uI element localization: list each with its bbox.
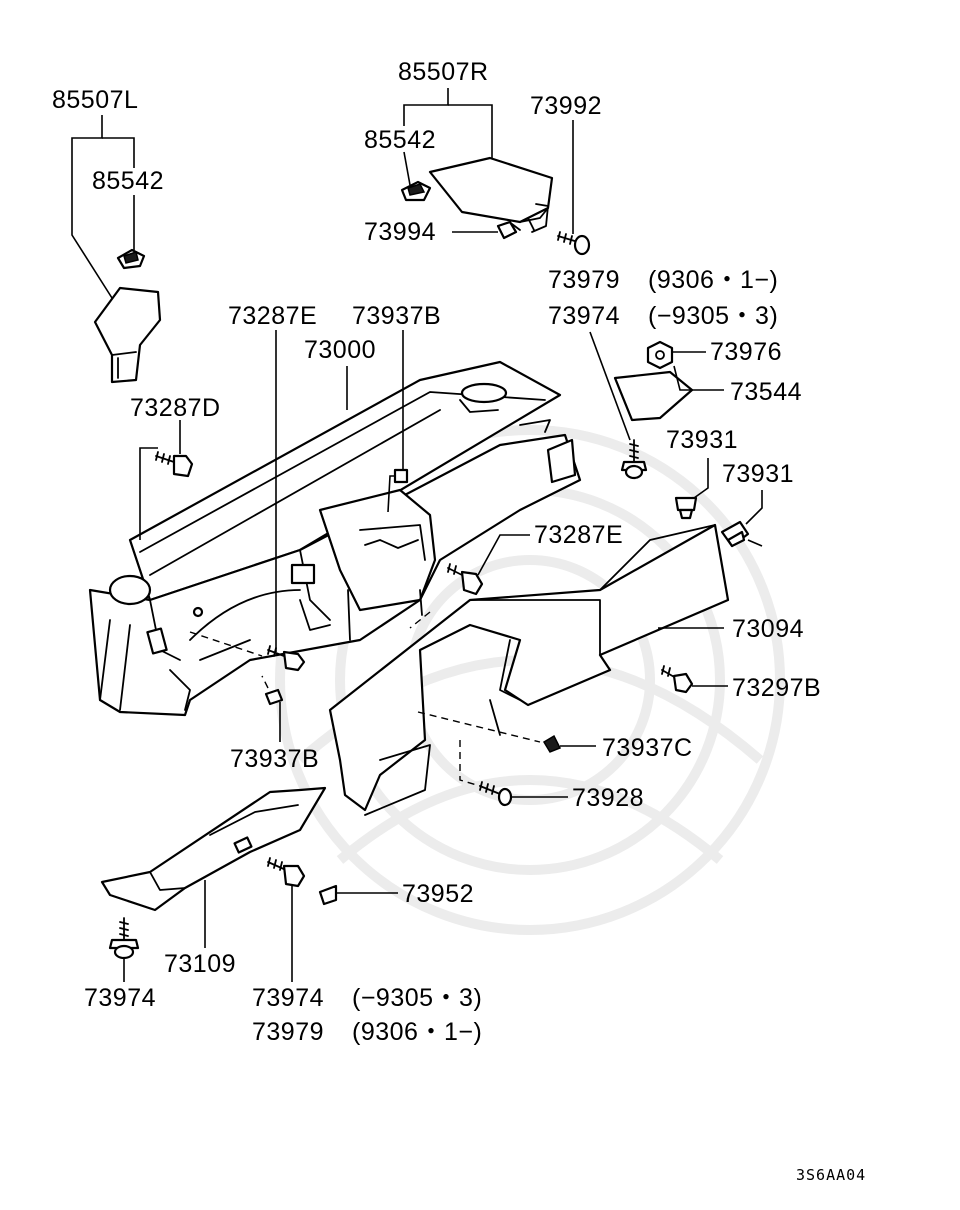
label-85542-left: 85542 xyxy=(92,167,164,195)
bolt-73974-upper xyxy=(620,439,648,480)
right-clip-85542 xyxy=(400,180,432,202)
label-73994: 73994 xyxy=(364,218,436,246)
bolt-73974-left xyxy=(108,917,140,960)
label-73287E-mid: 73287E xyxy=(534,521,623,549)
lower-duct-73109 xyxy=(100,786,327,912)
clip-73937C xyxy=(542,734,562,753)
part-number-labels: 85507L 85542 85507R 85542 73992 73994 73… xyxy=(52,58,866,1184)
label-73974-bottom-range: (−9305・3) xyxy=(352,984,482,1012)
lower-cover-73094 xyxy=(328,523,730,816)
label-73974-bottom: 73974 xyxy=(252,984,324,1012)
clip-73931-a xyxy=(674,496,698,520)
label-73979-bottom-range: (9306・1−) xyxy=(352,1018,482,1046)
bolt-73287D xyxy=(155,451,194,478)
clip-73937B-lower xyxy=(264,688,284,706)
label-73928: 73928 xyxy=(572,784,644,812)
label-73937B-top: 73937B xyxy=(352,302,441,330)
bolt-73287E-lower xyxy=(267,645,306,672)
label-73992: 73992 xyxy=(530,92,602,120)
instrument-panel-73000 xyxy=(88,360,582,717)
bolt-73974-lower-mid xyxy=(267,857,306,888)
label-73952: 73952 xyxy=(402,880,474,908)
label-73544: 73544 xyxy=(730,378,802,406)
clip-nut-73994 xyxy=(496,220,521,240)
label-73974-top-range: (−9305・3) xyxy=(648,302,778,330)
label-73974-top: 73974 xyxy=(548,302,620,330)
clip-73937B-upper xyxy=(393,468,409,484)
left-side-duct-85507L xyxy=(93,286,162,384)
label-85542-right: 85542 xyxy=(364,126,436,154)
label-73937C: 73937C xyxy=(602,734,693,762)
label-73979-top: 73979 xyxy=(548,266,620,294)
label-73931-a: 73931 xyxy=(666,426,738,454)
label-73976: 73976 xyxy=(710,338,782,366)
nut-73976 xyxy=(646,340,674,370)
bolt-73297B xyxy=(661,665,694,694)
label-73974-left: 73974 xyxy=(84,984,156,1012)
leader-lines xyxy=(71,88,763,982)
screw-73992 xyxy=(557,231,591,256)
label-73979-top-range: (9306・1−) xyxy=(648,266,778,294)
clip-73952 xyxy=(318,884,338,906)
label-73109: 73109 xyxy=(164,950,236,978)
label-73931-b: 73931 xyxy=(722,460,794,488)
assembly-dashed-lines xyxy=(189,611,541,787)
label-73287E-top: 73287E xyxy=(228,302,317,330)
label-73979-bottom: 73979 xyxy=(252,1018,324,1046)
label-73287D: 73287D xyxy=(130,394,221,422)
label-73094: 73094 xyxy=(732,615,804,643)
left-clip-85542 xyxy=(116,248,146,270)
label-73937B-bottom: 73937B xyxy=(230,745,319,773)
label-73000: 73000 xyxy=(304,336,376,364)
right-side-duct-85507R xyxy=(428,156,554,233)
label-85507L: 85507L xyxy=(52,86,138,114)
bolt-73287E-mid xyxy=(447,563,484,596)
label-73297B: 73297B xyxy=(732,674,821,702)
label-85507R: 85507R xyxy=(398,58,489,86)
bracket-73544 xyxy=(613,370,694,422)
diagram-code: 3S6AA04 xyxy=(796,1166,866,1184)
clip-73931-b xyxy=(720,520,750,548)
